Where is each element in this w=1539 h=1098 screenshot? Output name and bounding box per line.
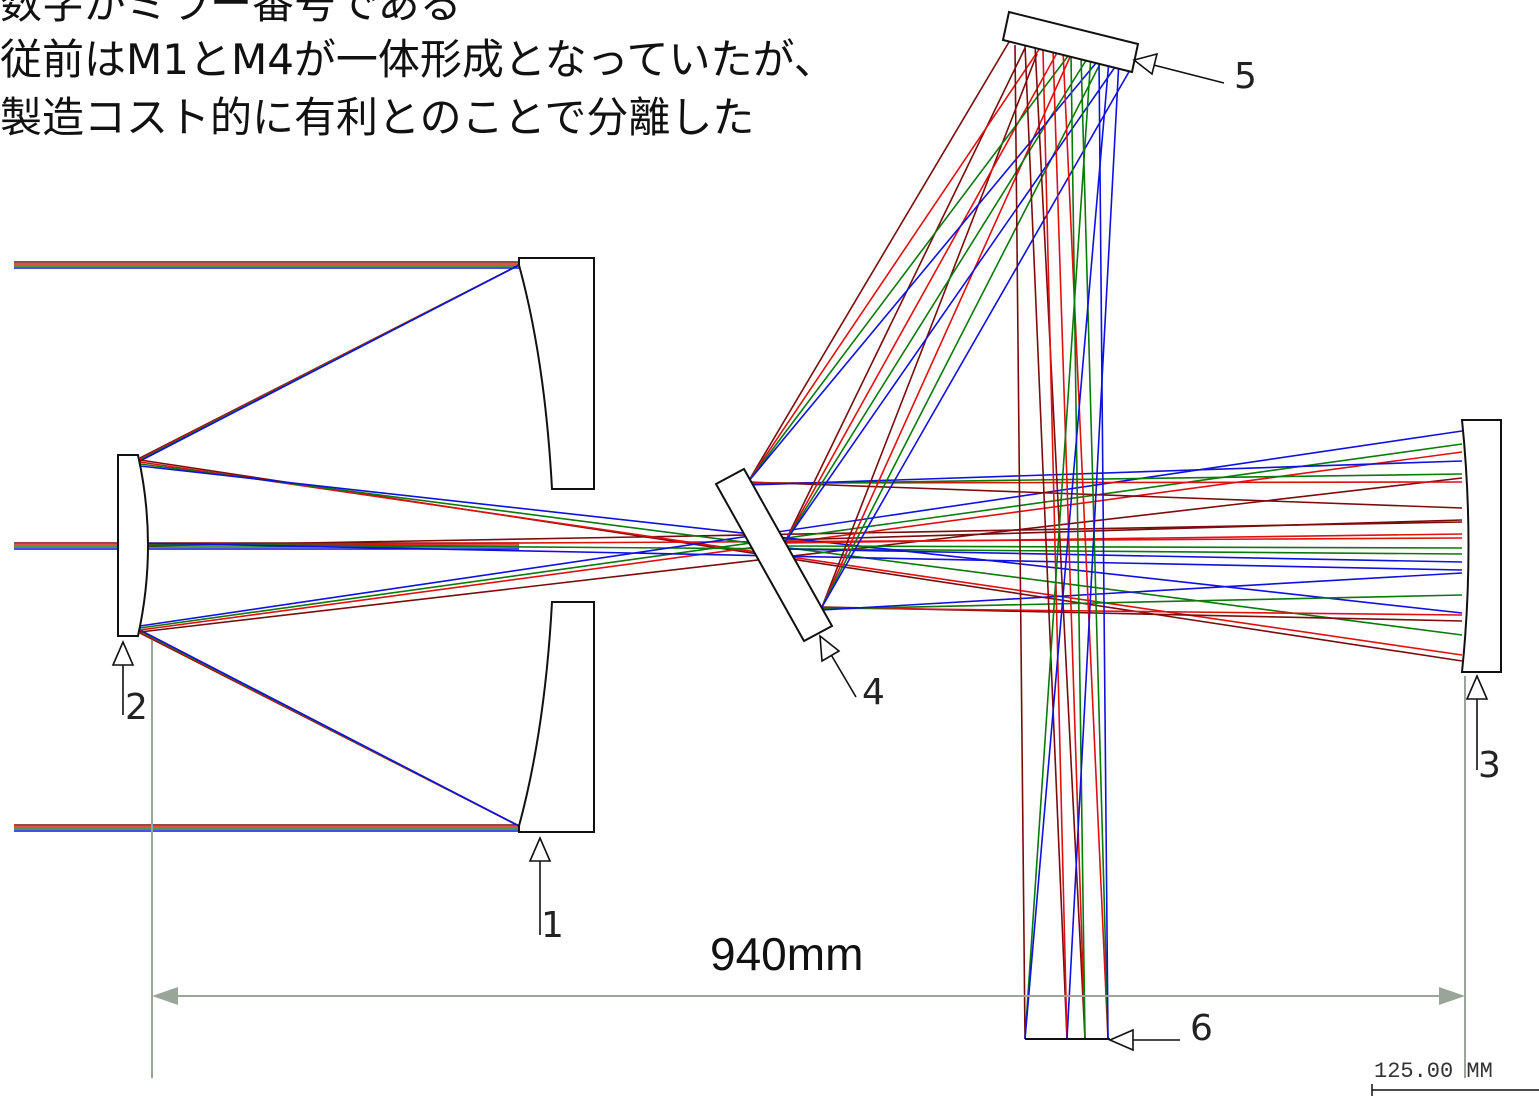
ray-m5-focus-0-1 xyxy=(1024,44,1068,1040)
dimension-940mm xyxy=(151,640,1466,1078)
ray-m4-m5-c-3 xyxy=(821,62,1135,608)
ray-m2-m3-b-2 xyxy=(139,443,1463,629)
ray-m1-m2-bottom-3 xyxy=(139,629,520,827)
ray-m2-m3-b-3 xyxy=(139,430,1463,627)
ray-m4-m5-a-1 xyxy=(747,44,1043,483)
mirror-1-lower xyxy=(518,601,595,833)
ray-m5-focus-2-2 xyxy=(1024,54,1092,1040)
ray-m3-m4-c-2 xyxy=(784,545,1463,549)
ray-m5-focus-1-2 xyxy=(1062,49,1109,1040)
mirror-5 xyxy=(1001,10,1140,74)
arrow-2 xyxy=(111,639,135,715)
label-arrows xyxy=(111,52,1489,1052)
ray-m2-m3-b-0 xyxy=(139,477,1463,633)
ray-m5-focus-3-1 xyxy=(1024,59,1110,1040)
ray-m1-m2-top-3 xyxy=(139,264,520,462)
dimension-arrow-left xyxy=(152,987,178,1005)
ray-m4-m5-a-2 xyxy=(747,47,1075,483)
ray-m3-m4-c-1 xyxy=(784,533,1463,544)
arrow-1 xyxy=(528,835,552,935)
ray-m5-focus-2-0 xyxy=(1070,54,1086,1040)
ray-m2-m3-c-1 xyxy=(139,537,1463,546)
ray-m4-m5-a-0 xyxy=(747,41,1010,483)
mirror-4 xyxy=(714,467,834,643)
mirror-label-4: 4 xyxy=(862,672,885,713)
note-line-1: 数字がミラー番号である xyxy=(0,0,462,28)
ray-m3-m4-a-0 xyxy=(747,481,1463,509)
ray-m2-m3-c-3 xyxy=(139,542,1463,571)
note-line-2: 従前はM1とM4が一体形成となっていたが、 xyxy=(0,35,836,84)
ray-m4-m5-b-3 xyxy=(784,56,1123,543)
mirror-2 xyxy=(117,454,149,637)
ray-m4-m5-c-2 xyxy=(821,59,1103,608)
ray-m4-m5-b-0 xyxy=(784,47,1026,543)
mirror-3 xyxy=(1460,419,1502,673)
mirror-label-5: 5 xyxy=(1234,56,1257,97)
ray-m5-focus-1-0 xyxy=(1042,49,1068,1040)
ray-m3-m4-a-2 xyxy=(747,473,1463,485)
ray-m5-focus-0-2 xyxy=(1034,44,1086,1040)
ray-m2-m3-a-1 xyxy=(139,461,1463,656)
ray-m3-m4-a-3 xyxy=(747,460,1463,486)
ray-traces xyxy=(14,41,1463,1040)
ray-m4-m5-a-3 xyxy=(747,50,1107,483)
mirror-label-3: 3 xyxy=(1478,745,1501,786)
ray-m5-focus-0-0 xyxy=(1014,44,1026,1040)
ray-m3-m4-b-3 xyxy=(821,572,1463,611)
note-line-3: 製造コスト的に有利とのことで分離した xyxy=(0,93,755,142)
dimension-arrow-right xyxy=(1439,987,1465,1005)
ray-m3-m4-c-3 xyxy=(784,548,1463,563)
ray-m3-m4-b-2 xyxy=(821,594,1463,610)
ray-m5-focus-3-2 xyxy=(1066,59,1120,1040)
mirror-1-upper xyxy=(518,257,595,490)
arrow-3 xyxy=(1465,673,1489,770)
ray-m4-m5-b-1 xyxy=(784,50,1059,543)
scale-bar xyxy=(1371,1084,1539,1096)
arrow-5 xyxy=(1132,52,1225,84)
arrow-6 xyxy=(1107,1028,1180,1052)
ray-m5-focus-1-1 xyxy=(1052,49,1086,1040)
mirror-label-1: 1 xyxy=(541,905,564,946)
arrow-4 xyxy=(819,634,857,698)
ray-m3-m4-c-0 xyxy=(784,519,1463,541)
ray-m3-m4-b-1 xyxy=(821,607,1463,616)
ray-m5-focus-3-0 xyxy=(1098,59,1109,1040)
mirror-label-6: 6 xyxy=(1190,1008,1213,1049)
dimension-label: 940mm xyxy=(710,928,863,980)
scale-bar-label: 125.00 MM xyxy=(1374,1059,1493,1084)
ray-m5-focus-2-1 xyxy=(1080,54,1109,1040)
mirror-label-2: 2 xyxy=(125,687,148,728)
